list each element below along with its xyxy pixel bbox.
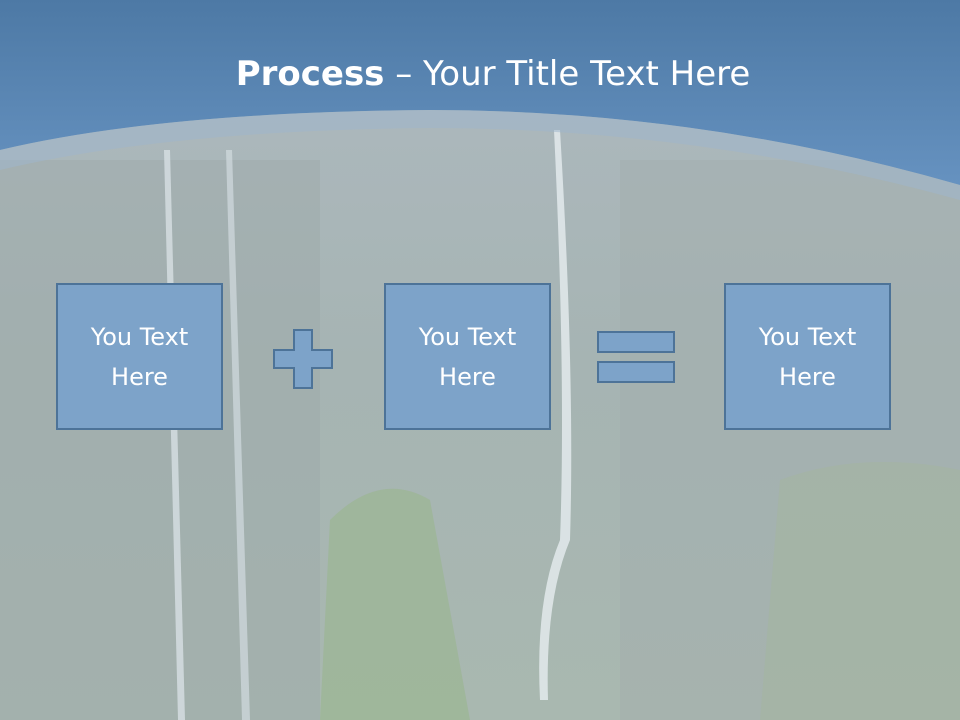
- process-box-label: You Text Here: [758, 322, 857, 391]
- equals-icon: [597, 331, 675, 383]
- process-box-label: You Text Here: [90, 322, 189, 391]
- process-box-1[interactable]: You Text Here: [56, 283, 223, 430]
- plus-icon: [273, 329, 333, 389]
- process-box-3[interactable]: You Text Here: [724, 283, 891, 430]
- process-box-2[interactable]: You Text Here: [384, 283, 551, 430]
- slide-title: Process – Your Title Text Here: [0, 52, 960, 96]
- header-banner: [0, 0, 960, 200]
- process-box-label: You Text Here: [418, 322, 517, 391]
- title-bold-text: Process: [235, 54, 385, 94]
- title-text: – Your Title Text Here: [384, 54, 751, 94]
